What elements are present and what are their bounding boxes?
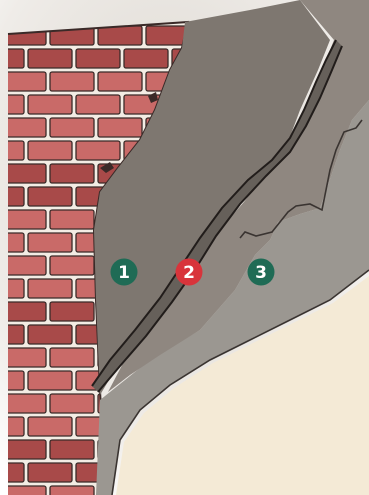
brick — [2, 72, 46, 91]
brick — [98, 118, 142, 137]
marker-2-label: 2 — [183, 263, 195, 283]
brick — [50, 118, 94, 137]
brick — [28, 417, 72, 436]
brick — [28, 463, 72, 482]
marker-2: 2 — [176, 259, 203, 286]
brick — [98, 72, 142, 91]
brick — [50, 256, 94, 275]
brick — [50, 348, 94, 367]
brick — [28, 49, 72, 68]
brick — [50, 486, 94, 495]
brick — [50, 210, 94, 229]
brick — [2, 348, 46, 367]
brick — [76, 49, 120, 68]
brick — [28, 187, 72, 206]
brick — [28, 141, 72, 160]
brick — [28, 371, 72, 390]
brick — [2, 302, 46, 321]
brick — [28, 279, 72, 298]
marker-3: 3 — [248, 259, 275, 286]
brick — [2, 440, 46, 459]
brick — [124, 49, 168, 68]
brick — [76, 141, 120, 160]
brick — [2, 486, 46, 495]
brick — [2, 210, 46, 229]
brick — [2, 164, 46, 183]
marker-3-label: 3 — [255, 263, 267, 283]
brick — [50, 302, 94, 321]
marker-1-label: 1 — [118, 263, 130, 283]
brick — [76, 95, 120, 114]
brick — [2, 118, 46, 137]
brick — [2, 394, 46, 413]
brick — [28, 95, 72, 114]
brick — [50, 164, 94, 183]
brick — [98, 26, 142, 45]
brick — [50, 440, 94, 459]
brick — [2, 256, 46, 275]
brick — [28, 325, 72, 344]
brick — [28, 233, 72, 252]
marker-1: 1 — [111, 259, 138, 286]
brick — [50, 72, 94, 91]
brick — [50, 394, 94, 413]
